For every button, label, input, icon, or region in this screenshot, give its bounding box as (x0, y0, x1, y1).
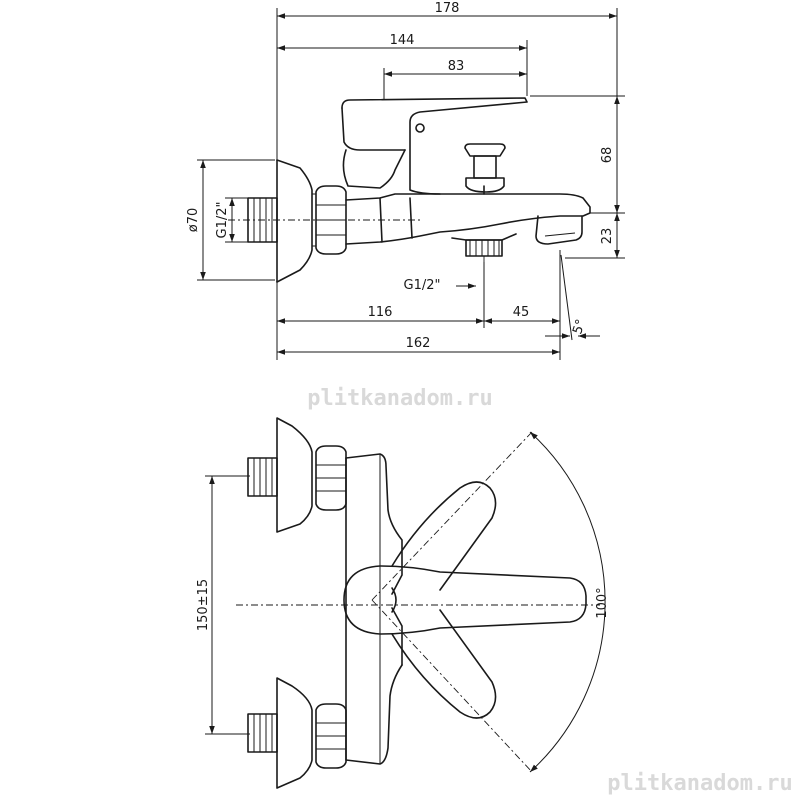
upper-wall-rosette (247, 417, 347, 533)
dim-flange-diameter: ø70 (186, 208, 201, 233)
dim-outlet-thread: G1/2" (404, 278, 441, 293)
lever-rotated-down (391, 609, 497, 719)
top-view: 150±15 100° (196, 417, 610, 789)
watermark-center: plitkanadom.ru (307, 386, 492, 411)
dimension-arrows (200, 13, 620, 355)
rotation-axis-up (371, 431, 533, 601)
extension-lines (197, 8, 625, 360)
top-lever (343, 565, 587, 635)
top-body (345, 453, 403, 765)
dimension-labels: 178 144 83 68 23 ø70 G1/2" G1/2" 116 45 … (186, 1, 615, 351)
dim-total-to-spout: 162 (406, 336, 431, 351)
dim-overall-length: 178 (435, 1, 460, 16)
dim-outlet-to-spout: 45 (513, 305, 530, 320)
diverter-knob (464, 143, 506, 195)
watermark-bottom-right: plitkanadom.ru (607, 771, 792, 796)
dim-body-length: 144 (390, 33, 415, 48)
rotation-axis-down (371, 599, 533, 773)
spout-outlet (535, 215, 583, 245)
dim-inlet-spacing: 150±15 (196, 579, 211, 631)
side-view: 178 144 83 68 23 ø70 G1/2" G1/2" 116 45 … (186, 1, 625, 360)
dim-lever-length: 83 (448, 59, 465, 74)
rotation-arc (529, 431, 606, 773)
dim-height-total: 68 (600, 147, 615, 164)
dim-spout-height: 23 (600, 228, 615, 245)
dim-spout-angle: 5° (570, 318, 589, 337)
outlet-thread (451, 233, 517, 300)
lever-rotated-up (391, 481, 497, 591)
dim-wall-thread: G1/2" (215, 202, 230, 239)
wall-flange (276, 159, 313, 283)
dim-handle-rotation: 100° (595, 587, 610, 618)
lever-handle (341, 97, 528, 195)
mixer-body (345, 193, 591, 245)
dim-to-outlet: 116 (368, 305, 393, 320)
lower-wall-rosette (247, 677, 347, 789)
